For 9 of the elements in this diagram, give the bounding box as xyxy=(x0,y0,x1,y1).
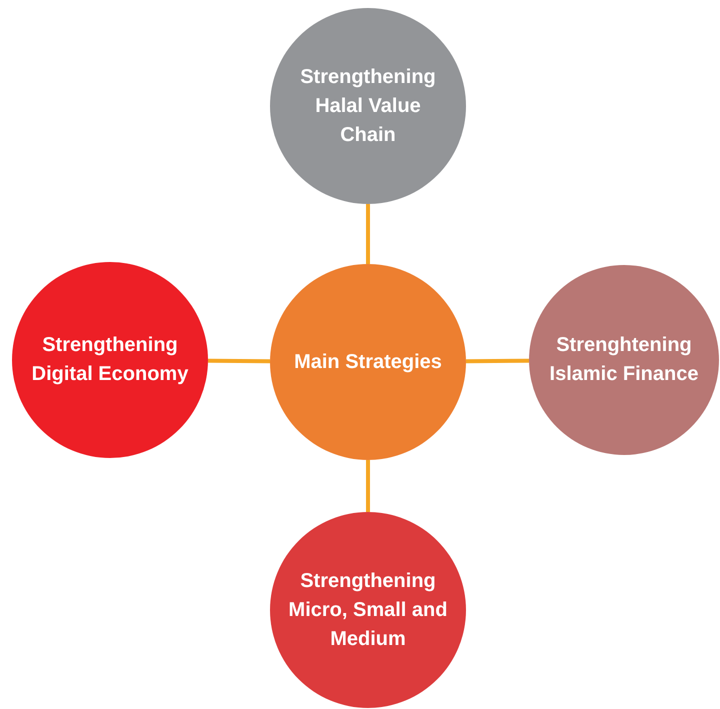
circle-label: Main Strategies xyxy=(294,350,442,374)
connector-line xyxy=(366,204,370,264)
connector-line xyxy=(208,358,270,364)
circle-label: Strengthening Digital Economy xyxy=(30,333,190,387)
connector-line xyxy=(466,358,530,364)
circle-label: Strengthening Halal Value Chain xyxy=(299,64,437,148)
circle-label: Strenghtening Islamic Finance xyxy=(548,333,700,387)
connector-line xyxy=(366,460,370,512)
circle-label: Strengthening Micro, Small and Medium xyxy=(288,568,448,652)
